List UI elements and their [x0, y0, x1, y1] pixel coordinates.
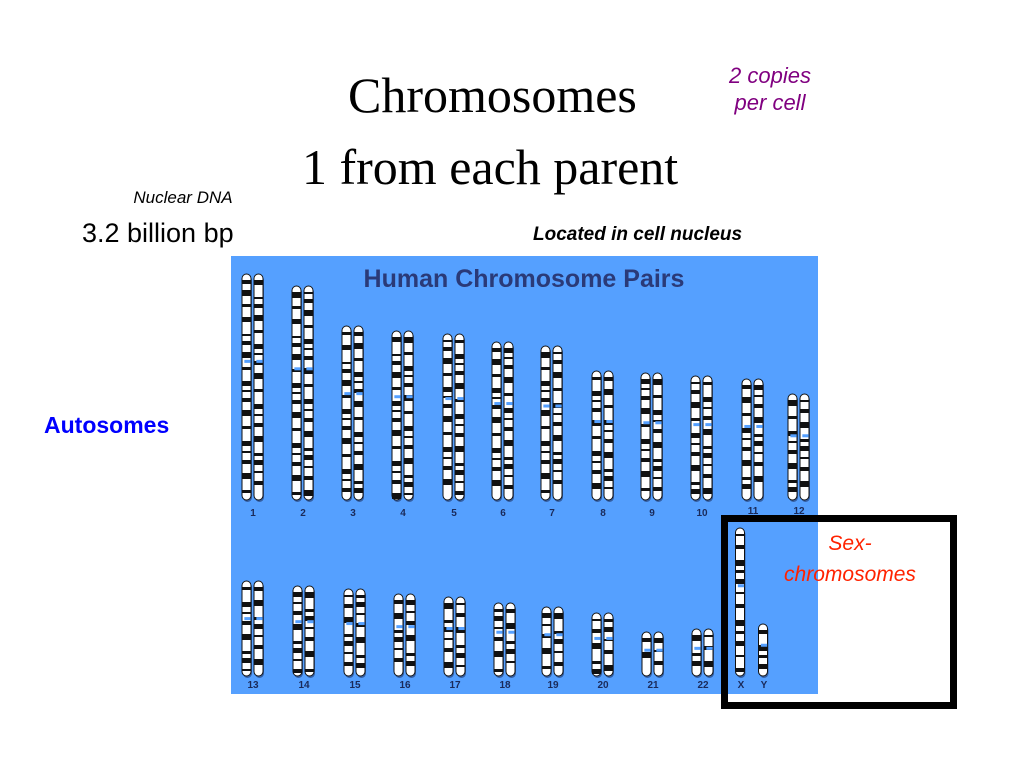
chromosome-5 [442, 333, 465, 502]
chromosome-3 [341, 325, 364, 502]
chromosome-label: 19 [547, 680, 559, 691]
chromosome-14 [292, 585, 315, 678]
copies-note: 2 copies per cell [700, 62, 840, 116]
karyotype-background [231, 256, 818, 694]
chromosome-18 [493, 602, 516, 678]
chromosome-1 [241, 273, 264, 502]
chromosome-4 [391, 330, 414, 502]
chromosome-17 [443, 596, 466, 678]
chromosome-label: 7 [549, 508, 555, 519]
chromosome-10 [690, 375, 713, 502]
chromosome-label: 6 [500, 508, 506, 519]
chromosome-label: Y [761, 680, 768, 691]
location-label: Located in cell nucleus [533, 224, 743, 245]
chromosome-label: 16 [399, 680, 411, 691]
sex-chromosomes-box [721, 515, 957, 709]
karyotype-title: Human Chromosome Pairs [364, 265, 685, 293]
chromosome-label: 13 [247, 680, 259, 691]
chromosome-label: 18 [499, 680, 511, 691]
chromosome-label: 8 [600, 508, 606, 519]
chromosome-20 [591, 612, 614, 678]
chromosome-label: 4 [400, 508, 406, 519]
sex-label-line-2: chromosomes [784, 563, 916, 586]
chromosome-9 [640, 372, 663, 502]
base-pair-count: 3.2 billion bp [82, 218, 234, 248]
chromosome-label: 17 [449, 680, 461, 691]
chromosome-2 [291, 285, 314, 502]
chromosome-label: 14 [298, 680, 310, 691]
chromosome-16 [393, 593, 416, 678]
chromosome-label: X [738, 680, 745, 691]
chromosome-19 [541, 606, 564, 678]
chromosome-6 [491, 341, 514, 502]
chromosome-label: 1 [250, 508, 256, 519]
chromosome-label: 21 [647, 680, 659, 691]
copies-line-2: per cell [734, 90, 806, 115]
chromosome-15 [343, 588, 366, 678]
chromosome-label: 9 [649, 508, 655, 519]
copies-line-1: 2 copies [729, 63, 811, 88]
nuclear-dna-label: Nuclear DNA [133, 188, 233, 207]
chromosome-13 [241, 580, 264, 678]
chromosome-22 [691, 628, 714, 678]
title-line-1: Chromosomes [348, 67, 637, 123]
chromosome-label: 2 [300, 508, 306, 519]
chromosome-12 [787, 393, 810, 502]
chromosome-x [735, 527, 746, 678]
autosomes-label: Autosomes [44, 412, 170, 438]
title-line-2: 1 from each parent [302, 139, 679, 195]
chromosome-label: 12 [793, 506, 805, 517]
chromosome-label: 22 [697, 680, 709, 691]
chromosome-label: 3 [350, 508, 356, 519]
chromosome-8 [591, 370, 614, 502]
chromosome-y [758, 623, 769, 678]
chromosome-label: 15 [349, 680, 361, 691]
sex-label-line-1: Sex- [828, 532, 872, 555]
chromosome-21 [641, 631, 664, 678]
chromosome-label: 11 [748, 506, 759, 517]
chromosome-label: 10 [696, 508, 708, 519]
chromosome-7 [540, 345, 563, 502]
chromosome-label: 20 [597, 680, 609, 691]
chromosome-11 [741, 378, 764, 502]
sex-chromosomes-label: Sex- chromosomes [755, 528, 945, 590]
chromosome-label: 5 [451, 508, 457, 519]
